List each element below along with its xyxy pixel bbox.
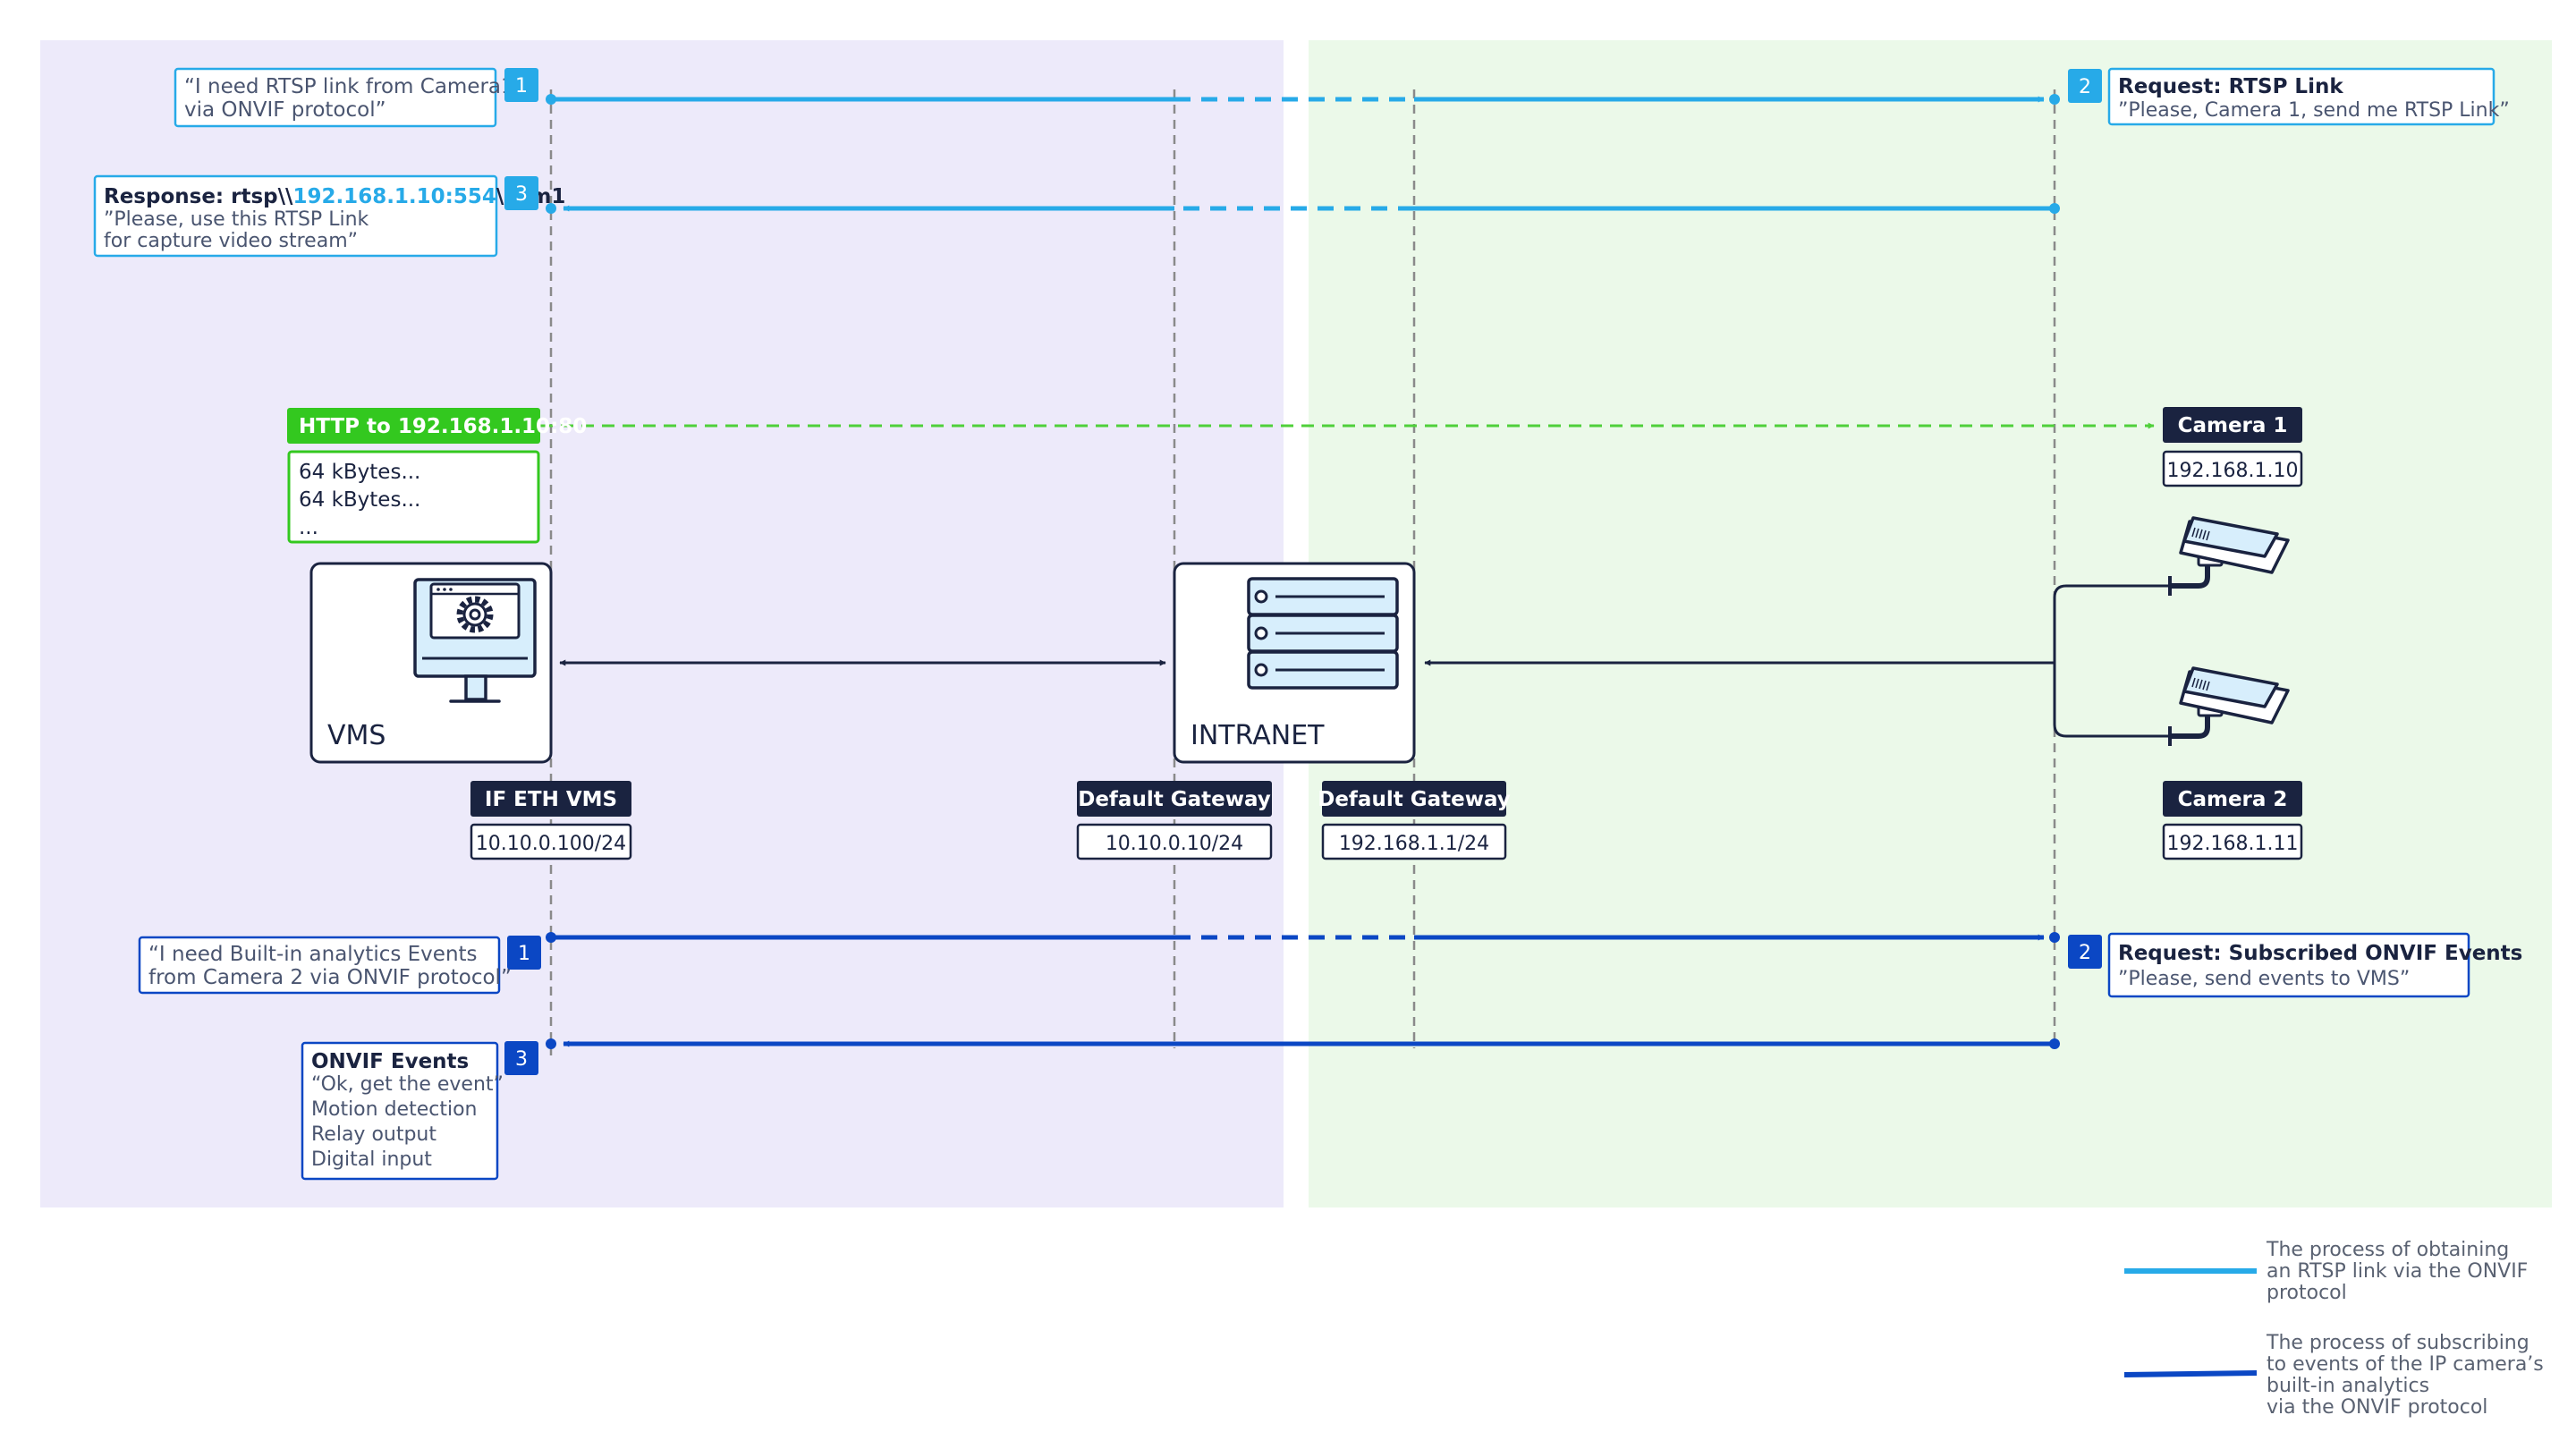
http-label: HTTP to 192.168.1.10:80 bbox=[299, 415, 587, 438]
gateway-left-ip: 10.10.0.10/24 bbox=[1106, 833, 1243, 855]
camera2-ip: 192.168.1.11 bbox=[2167, 833, 2299, 855]
rtsp-step2-body: ”Please, Camera 1, send me RTSP Link” bbox=[2118, 99, 2510, 122]
events-step2-number: 2 bbox=[2079, 942, 2091, 964]
events-step3-badge bbox=[504, 1041, 538, 1075]
rtsp-step3-body1: ”Please, use this RTSP Link bbox=[104, 208, 369, 231]
server-rack-icon bbox=[1247, 577, 1399, 690]
camera1-ip: 192.168.1.10 bbox=[2167, 460, 2299, 482]
events-step2-body: ”Please, send events to VMS” bbox=[2118, 968, 2410, 990]
gateway-left-label: Default Gateway bbox=[1078, 788, 1271, 811]
http-data-line3: ... bbox=[299, 516, 318, 539]
gateway-right-ip-box bbox=[1321, 823, 1507, 860]
camera1-label: Camera 1 bbox=[2178, 414, 2288, 437]
gateway-right-ip: 192.168.1.1/24 bbox=[1339, 833, 1489, 855]
vms-ip: 10.10.0.100/24 bbox=[476, 833, 626, 855]
rtsp-step1-number: 1 bbox=[515, 75, 528, 97]
rtsp-request-arrow bbox=[546, 94, 2060, 105]
rtsp-step2-badge bbox=[2068, 69, 2102, 103]
events-step3-line1: “Ok, get the event” bbox=[311, 1073, 504, 1096]
events-request-arrow bbox=[546, 932, 2060, 943]
zone-camera-network bbox=[1309, 40, 2552, 1208]
camera2-ip-box bbox=[2162, 823, 2303, 860]
events-step1-badge bbox=[507, 936, 541, 970]
rtsp-step1-badge bbox=[504, 68, 538, 102]
rtsp-step3-number: 3 bbox=[515, 183, 528, 206]
vms-iface-label: IF ETH VMS bbox=[485, 788, 617, 811]
vms-label: VMS bbox=[327, 720, 386, 751]
camera-branch-link bbox=[2053, 584, 2181, 738]
legend-events-line3: built-in analytics bbox=[2267, 1375, 2429, 1397]
events-step3-title: ONVIF Events bbox=[311, 1050, 469, 1073]
rtsp-step2-box bbox=[2107, 67, 2496, 126]
rtsp-step3-title-ip: 192.168.1.10:554 bbox=[292, 185, 496, 208]
camera1-ip-box bbox=[2162, 450, 2303, 487]
camera1-icon bbox=[2168, 516, 2290, 596]
http-label-badge bbox=[287, 408, 540, 444]
http-data-line2: 64 kBytes... bbox=[299, 488, 420, 512]
vms-ip-box bbox=[470, 823, 632, 860]
camera1-label-badge bbox=[2163, 407, 2302, 443]
legend-events-line4: via the ONVIF protocol bbox=[2267, 1396, 2487, 1419]
legend-events-line1: The process of subscribing bbox=[2266, 1332, 2529, 1354]
legend-rtsp-line3: protocol bbox=[2267, 1282, 2347, 1304]
rtsp-step1-line2: via ONVIF protocol” bbox=[184, 98, 386, 122]
events-step1-number: 1 bbox=[518, 943, 530, 965]
monitor-gear-icon bbox=[413, 578, 537, 703]
events-step3-line4: Digital input bbox=[311, 1148, 432, 1171]
rtsp-step1-line1: “I need RTSP link from Camera1 bbox=[184, 75, 514, 98]
gateway-right-label: Default Gateway bbox=[1318, 788, 1511, 811]
camera2-icon bbox=[2168, 666, 2290, 746]
events-step1-line1: “I need Built-in analytics Events bbox=[148, 943, 478, 966]
rtsp-step1-box bbox=[174, 67, 497, 128]
rtsp-step3-badge bbox=[504, 176, 538, 210]
events-step3-number: 3 bbox=[515, 1048, 528, 1071]
gateway-left-ip-box bbox=[1076, 823, 1273, 860]
events-step3-box bbox=[301, 1041, 499, 1181]
events-step1-box bbox=[138, 936, 501, 995]
http-data-line1: 64 kBytes... bbox=[299, 461, 420, 484]
intranet-label: INTRANET bbox=[1191, 720, 1325, 751]
legend-rtsp-line1: The process of obtaining bbox=[2266, 1239, 2509, 1261]
events-step3-line3: Relay output bbox=[311, 1123, 436, 1146]
events-step2-box bbox=[2107, 932, 2470, 998]
rtsp-step3-body2: for capture video stream” bbox=[104, 230, 358, 252]
http-data-box bbox=[287, 450, 540, 544]
events-step2-badge bbox=[2068, 935, 2102, 969]
gateway-left-badge bbox=[1077, 781, 1272, 817]
events-step3-line2: Motion detection bbox=[311, 1098, 477, 1121]
events-step1-line2: from Camera 2 via ONVIF protocol” bbox=[148, 966, 512, 989]
camera2-label: Camera 2 bbox=[2178, 788, 2288, 811]
camera2-label-badge bbox=[2163, 781, 2302, 817]
vms-iface-badge bbox=[470, 781, 631, 817]
rtsp-step3-box bbox=[93, 174, 498, 258]
legend-events-line2: to events of the IP camera’s bbox=[2267, 1353, 2544, 1376]
rtsp-step3-title-prefix: Response: rtsp\\ bbox=[104, 185, 293, 208]
events-step2-title: Request: Subscribed ONVIF Events bbox=[2118, 942, 2522, 965]
rtsp-step2-title: Request: RTSP Link bbox=[2118, 75, 2343, 98]
legend-rtsp-line2: an RTSP link via the ONVIF bbox=[2267, 1260, 2528, 1283]
gateway-right-badge bbox=[1322, 781, 1506, 817]
events-response-arrow bbox=[546, 1038, 2060, 1049]
legend-events-swatch bbox=[2123, 1370, 2258, 1377]
rtsp-response-arrow bbox=[546, 203, 2060, 214]
rtsp-step2-number: 2 bbox=[2079, 76, 2091, 98]
rtsp-step3-title: Response: rtsp\\192.168.1.10:554\cam1 bbox=[104, 185, 565, 208]
